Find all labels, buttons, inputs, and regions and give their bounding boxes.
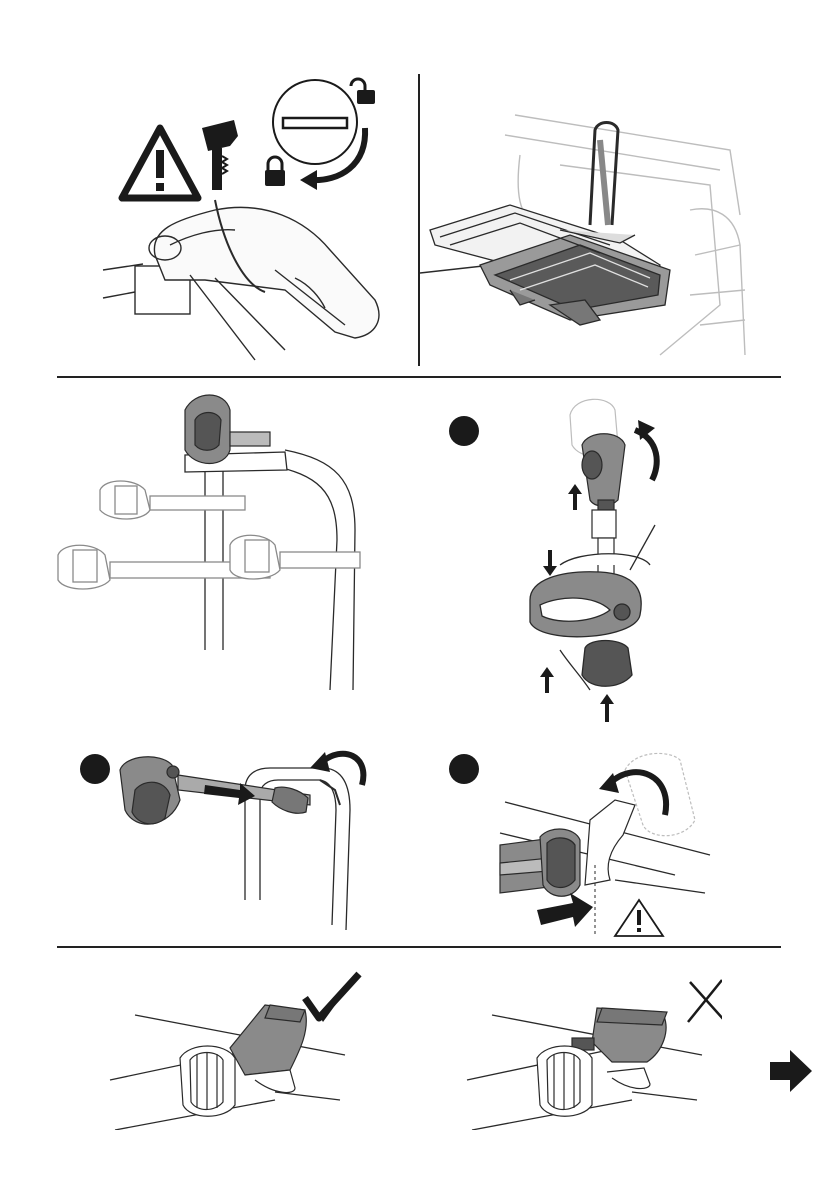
checkmark-icon — [305, 974, 359, 1022]
step-marker-b — [80, 754, 110, 784]
panel-lock-with-key — [95, 70, 415, 370]
panel-carrier-on-car — [420, 95, 765, 365]
bike-carrier-drawing — [430, 123, 670, 326]
panel-incorrect-position — [462, 970, 722, 1130]
frame-holder-ghost-3 — [230, 535, 360, 579]
padlock-locked-icon — [265, 157, 285, 186]
panel-correct-position — [105, 970, 365, 1130]
clamp-correct — [180, 1005, 306, 1116]
panel-tighten-clamp-warning — [495, 745, 720, 940]
horizontal-divider-1 — [57, 376, 781, 378]
cross-icon — [688, 980, 722, 1022]
warning-triangle-icon — [122, 128, 198, 198]
push-up-arrow-icon-bottom — [600, 694, 614, 722]
panel-open-frame-holder — [520, 390, 700, 725]
push-down-arrow-icon — [543, 550, 557, 576]
panel-frame-holders-overview — [55, 390, 375, 695]
push-up-arrow-icon — [568, 484, 582, 510]
rotate-arrow-icon — [635, 420, 657, 480]
push-right-arrow-icon — [537, 893, 593, 927]
key-icon — [202, 120, 238, 190]
clamp-drawing — [500, 800, 635, 896]
push-up-arrow-icon-left — [540, 667, 554, 693]
clamp-ghost-position — [625, 753, 695, 835]
step-marker-a — [449, 416, 479, 446]
step-marker-c — [449, 754, 479, 784]
clamp-body — [530, 525, 655, 690]
carrier-lock-drawing — [103, 200, 379, 360]
next-page-arrow-icon[interactable] — [770, 1050, 812, 1092]
horizontal-divider-2 — [57, 946, 781, 948]
padlock-unlocked-icon — [351, 79, 375, 104]
panel-attach-holder-to-frame — [110, 750, 370, 935]
warning-triangle-icon — [615, 900, 663, 936]
rotate-arrow-icon — [300, 128, 365, 190]
clamp-incorrect — [537, 1008, 667, 1116]
